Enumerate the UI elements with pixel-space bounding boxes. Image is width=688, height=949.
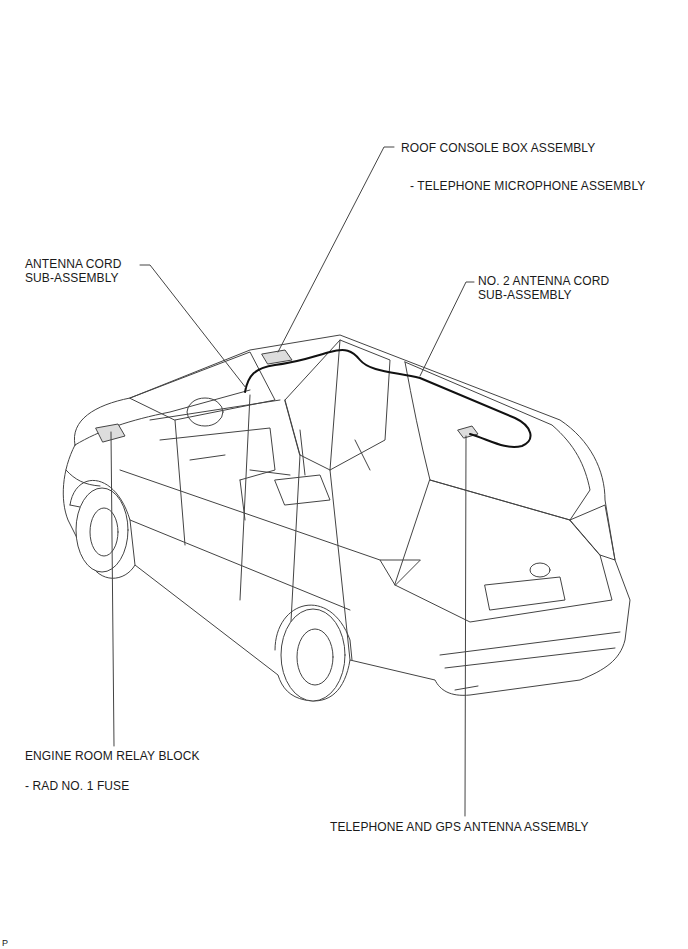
body-crease <box>120 470 380 610</box>
dashboard <box>150 400 280 480</box>
windshield <box>130 352 275 420</box>
seats <box>240 430 370 520</box>
relay-block <box>96 424 125 442</box>
page-code: P <box>2 936 8 949</box>
front-hub <box>90 508 118 556</box>
emblem <box>530 563 550 577</box>
vehicle-body <box>63 335 630 701</box>
leader-line <box>420 282 474 376</box>
antenna-cord <box>245 350 530 447</box>
part-label: ENGINE ROOM RELAY BLOCK <box>25 749 200 763</box>
roof-console <box>262 350 292 364</box>
rear-hatch <box>395 480 612 622</box>
leader-line <box>111 432 114 746</box>
part-label: TELEPHONE AND GPS ANTENNA ASSEMBLY <box>330 820 589 834</box>
part-label: NO. 2 ANTENNA CORD SUB-ASSEMBLY <box>478 274 618 302</box>
part-label: ANTENNA CORD SUB-ASSEMBLY <box>25 257 133 285</box>
rear-hub <box>297 629 333 685</box>
rear-wheel <box>281 609 345 701</box>
front-wheel <box>76 488 128 572</box>
leader-line <box>465 436 466 816</box>
part-label: - TELEPHONE MICROPHONE ASSEMBLY <box>410 179 645 193</box>
part-label: - RAD NO. 1 FUSE <box>25 779 129 793</box>
leader-line <box>140 265 246 388</box>
rear-window <box>405 362 590 520</box>
license-plate <box>485 577 565 610</box>
side-pillar <box>285 340 340 470</box>
hood-line <box>75 390 250 445</box>
leader-line <box>278 147 394 352</box>
rear-bumper <box>440 632 620 690</box>
tail-light <box>380 505 615 585</box>
part-label: ROOF CONSOLE BOX ASSEMBLY <box>401 141 595 155</box>
